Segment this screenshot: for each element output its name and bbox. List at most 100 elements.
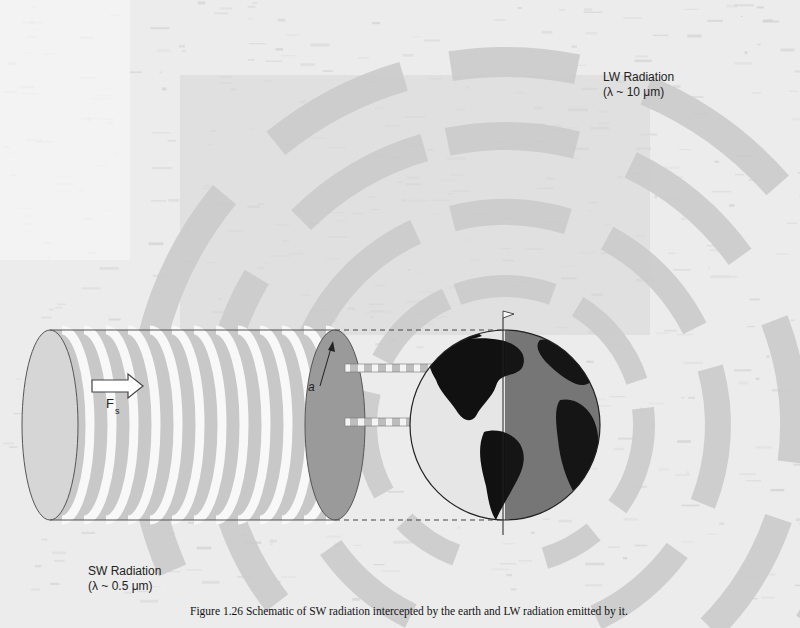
- cylinder-ring: [128, 330, 156, 520]
- scan-speck: [739, 382, 748, 385]
- scan-speck: [266, 61, 283, 62]
- scan-speck: [688, 397, 695, 399]
- earth-outline: [410, 330, 600, 520]
- scan-speck: [326, 536, 341, 538]
- scan-speck: [542, 31, 553, 34]
- scan-speck: [358, 58, 369, 59]
- scan-speck: [757, 44, 760, 46]
- lw-wave-arc: [796, 487, 800, 628]
- scan-speck: [796, 518, 800, 521]
- scan-speck: [710, 275, 730, 278]
- scan-speck: [214, 12, 229, 14]
- scan-speck: [9, 446, 18, 448]
- lw-wave-arc: [761, 315, 800, 464]
- scan-speck: [730, 276, 738, 278]
- scan-speck: [585, 563, 604, 566]
- lw-wave-arc: [266, 62, 407, 155]
- shade-patch: [0, 0, 130, 260]
- scan-speck: [679, 149, 691, 150]
- cylinder-ring: [238, 330, 266, 520]
- scan-speck: [424, 39, 440, 41]
- radiation-label: (λ ~ 0.5 μm): [88, 579, 153, 593]
- scan-speck: [614, 448, 624, 450]
- scan-speck: [775, 254, 788, 255]
- scan-speck: [276, 48, 283, 51]
- scan-speck: [668, 253, 675, 254]
- scan-speck: [374, 564, 385, 565]
- scan-speck: [592, 468, 597, 469]
- lw-wave-arc: [542, 524, 601, 569]
- scan-speck: [249, 43, 266, 44]
- scan-speck: [57, 304, 66, 305]
- scan-speck: [3, 442, 14, 444]
- scan-speck: [182, 50, 186, 51]
- scan-speck: [752, 92, 761, 93]
- scan-speck: [707, 20, 722, 22]
- scan-speck: [55, 307, 62, 309]
- scan-speck: [179, 45, 185, 48]
- scan-speck: [559, 9, 565, 11]
- scan-speck: [82, 287, 101, 289]
- scan-speck: [682, 218, 686, 220]
- scan-speck: [757, 6, 764, 8]
- cylinder-edge: [50, 520, 335, 521]
- scan-speck: [756, 378, 760, 380]
- night-side: [505, 325, 615, 525]
- scan-speck: [618, 438, 634, 440]
- scan-speck: [648, 403, 663, 404]
- scan-speck: [677, 334, 693, 336]
- flux-arrow: [92, 374, 143, 398]
- scan-speck: [159, 71, 162, 73]
- lw-wave-arc: [372, 289, 451, 365]
- scan-speck: [151, 586, 161, 587]
- scan-speck: [388, 491, 404, 493]
- scan-speck: [41, 316, 52, 318]
- lw-wave-arc: [601, 227, 707, 335]
- scan-speck: [511, 588, 517, 590]
- scan-speck: [664, 167, 679, 169]
- earth: [405, 325, 615, 525]
- cylinder-ring: [172, 330, 200, 520]
- scan-speck: [100, 267, 119, 270]
- scan-speck: [186, 569, 202, 570]
- scan-speck: [506, 574, 512, 576]
- scan-speck: [168, 140, 176, 142]
- scan-speck: [749, 299, 759, 301]
- scan-speck: [719, 523, 724, 525]
- scan-speck: [300, 63, 315, 66]
- rotation-axis: [503, 318, 504, 535]
- scan-speck: [657, 332, 669, 333]
- scan-speck: [712, 191, 732, 193]
- scan-speck: [634, 60, 651, 63]
- figure-caption: Figure 1.26 Schematic of SW radiation in…: [190, 604, 628, 618]
- scan-speck: [584, 8, 592, 11]
- lw-wave-arc: [449, 199, 572, 234]
- scan-speck: [681, 541, 693, 542]
- scan-speck: [49, 309, 54, 311]
- scan-speck: [372, 22, 380, 24]
- scan-speck: [684, 9, 699, 10]
- cylinder-ring: [260, 330, 288, 520]
- scan-speck: [762, 597, 775, 599]
- scan-speck: [771, 489, 785, 491]
- scan-speck: [769, 573, 776, 575]
- lw-wave-arc: [138, 185, 236, 343]
- cylinder-ring: [216, 330, 244, 520]
- scan-speck: [790, 320, 795, 321]
- scan-speck: [323, 70, 333, 71]
- scan-speck: [381, 570, 400, 571]
- scan-speck: [252, 2, 258, 4]
- scan-speck: [792, 118, 800, 121]
- scan-speck: [248, 59, 255, 60]
- radiation-label: LW Radiation: [603, 70, 674, 84]
- scan-speck: [270, 540, 277, 543]
- scan-speck: [31, 588, 40, 591]
- scan-speck: [745, 51, 748, 54]
- scan-speck: [734, 369, 751, 371]
- lw-wave-arc: [300, 220, 421, 340]
- radius-leader: [320, 348, 331, 386]
- scan-speck: [152, 167, 172, 169]
- axis-flag: [503, 311, 514, 318]
